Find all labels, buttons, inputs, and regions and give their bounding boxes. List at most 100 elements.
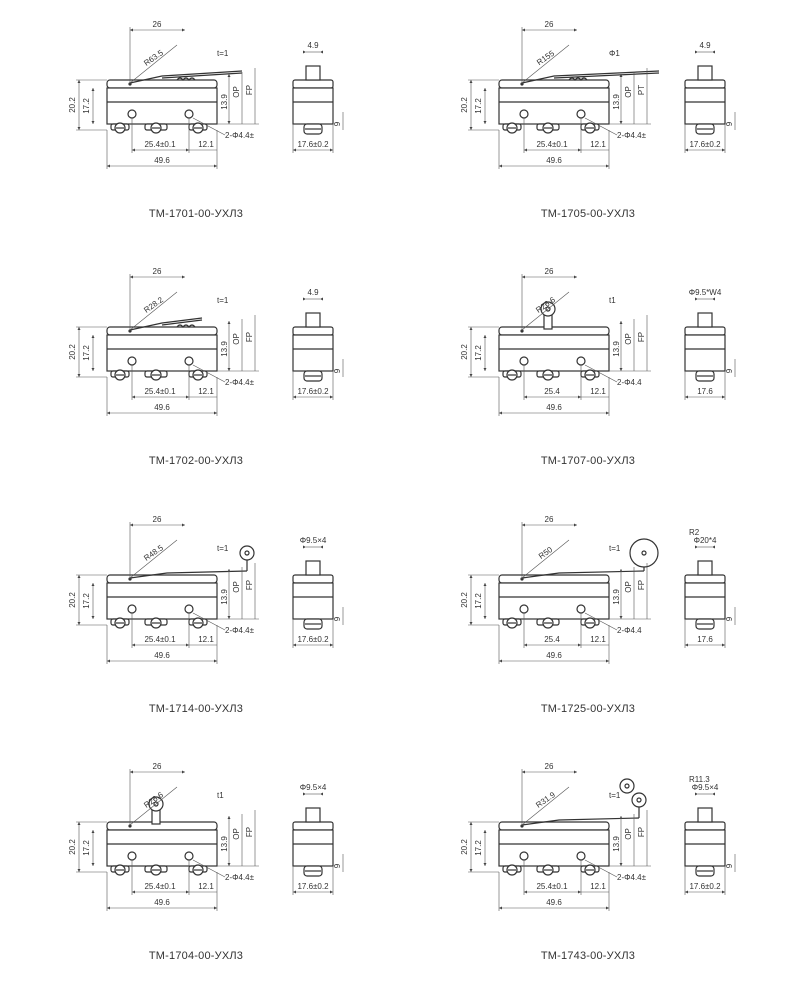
dim-13-9: 13.9 bbox=[612, 94, 621, 110]
dim-height-total: 20.2 bbox=[460, 592, 469, 608]
side-plunger bbox=[697, 560, 713, 576]
dim-radius: R28.2 bbox=[142, 295, 165, 315]
dim-radius: R48.5 bbox=[142, 543, 165, 563]
dim-side-width: 17.6±0.2 bbox=[297, 140, 329, 149]
dim-height-total: 20.2 bbox=[460, 344, 469, 360]
dim-length: 49.6 bbox=[546, 156, 562, 165]
dim-side-top: Φ9.5×4 bbox=[300, 783, 327, 792]
model-caption: TM-1704-00-УХЛ3 bbox=[148, 950, 244, 962]
dim-fp: FP bbox=[245, 85, 254, 95]
side-body bbox=[292, 334, 334, 372]
side-view: 17.6Φ9.5*W49 bbox=[684, 288, 736, 400]
dim-holes: 2-Φ4.4 bbox=[617, 626, 642, 635]
model-caption: TM-1707-00-УХЛ3 bbox=[540, 455, 636, 467]
holes-leader bbox=[192, 612, 226, 631]
front-view bbox=[498, 301, 610, 381]
dim-side-top: Φ20*4 bbox=[694, 536, 717, 545]
dim-hole-spacing: 25.4±0.1 bbox=[144, 387, 176, 396]
side-body bbox=[684, 582, 726, 620]
dim-offset: 26 bbox=[153, 267, 162, 276]
dim-holes: 2-Φ4.4± bbox=[617, 131, 647, 140]
dim-hole-spacing: 25.4±0.1 bbox=[144, 140, 176, 149]
dim-holes: 2-Φ4.4± bbox=[225, 378, 255, 387]
dim-side-height: 9 bbox=[725, 121, 734, 126]
dim-13-9: 13.9 bbox=[220, 341, 229, 357]
roller-upper-axle bbox=[624, 783, 630, 789]
dim-13-9: 13.9 bbox=[220, 589, 229, 605]
housing-body bbox=[106, 829, 218, 867]
front-view bbox=[106, 317, 218, 381]
dim-side-width: 17.6±0.2 bbox=[689, 140, 721, 149]
dim-side-width: 17.6±0.2 bbox=[689, 882, 721, 891]
holes-leader bbox=[584, 859, 618, 878]
dim-height-body: 17.2 bbox=[474, 593, 483, 609]
dim-side-top: 4.9 bbox=[307, 41, 319, 50]
front-view bbox=[106, 70, 243, 134]
side-top bbox=[684, 79, 726, 89]
housing-top bbox=[106, 79, 218, 89]
dim-13-9: 13.9 bbox=[220, 94, 229, 110]
dim-thickness: t=1 bbox=[217, 49, 229, 58]
dim-op: OP bbox=[624, 86, 633, 98]
dim-op: OP bbox=[232, 86, 241, 98]
actuator-lever bbox=[129, 317, 203, 331]
dim-fp: FP bbox=[245, 827, 254, 837]
roller bbox=[631, 792, 647, 808]
dim-thickness: t1 bbox=[217, 791, 224, 800]
roller-upper bbox=[619, 778, 635, 794]
side-top bbox=[292, 574, 334, 584]
actuator-lever bbox=[521, 570, 645, 579]
side-plunger bbox=[305, 560, 321, 576]
dim-holes: 2-Φ4.4 bbox=[617, 378, 642, 387]
dim-edge: 12.1 bbox=[590, 140, 606, 149]
model-caption: TM-1702-00-УХЛ3 bbox=[148, 455, 244, 467]
radius-line bbox=[129, 539, 178, 579]
side-body bbox=[684, 829, 726, 867]
dim-fp: FP bbox=[637, 827, 646, 837]
housing-body bbox=[106, 87, 218, 125]
dim-op: OP bbox=[624, 828, 633, 840]
side-body bbox=[684, 334, 726, 372]
dim-hole-spacing: 25.4±0.1 bbox=[144, 882, 176, 891]
side-body bbox=[684, 87, 726, 125]
dim-fp: FP bbox=[637, 332, 646, 342]
side-top bbox=[292, 326, 334, 336]
roller-axle bbox=[545, 306, 551, 312]
dim-height-total: 20.2 bbox=[68, 97, 77, 113]
housing-body bbox=[498, 334, 610, 372]
housing-body bbox=[498, 582, 610, 620]
side-top bbox=[684, 574, 726, 584]
model-caption: TM-1714-00-УХЛ3 bbox=[148, 703, 244, 715]
side-plunger bbox=[697, 65, 713, 81]
roller-axle bbox=[636, 797, 642, 803]
side-top bbox=[684, 326, 726, 336]
front-view bbox=[106, 796, 218, 876]
dim-thickness: t=1 bbox=[217, 544, 229, 553]
dim-height-total: 20.2 bbox=[460, 97, 469, 113]
dim-height-body: 17.2 bbox=[82, 593, 91, 609]
dim-edge: 12.1 bbox=[590, 635, 606, 644]
housing-body bbox=[498, 829, 610, 867]
housing-top bbox=[498, 326, 610, 336]
roller-axle bbox=[641, 550, 647, 556]
dim-offset: 26 bbox=[153, 515, 162, 524]
dim-height-body: 17.2 bbox=[474, 98, 483, 114]
dim-13-9: 13.9 bbox=[612, 589, 621, 605]
side-top bbox=[684, 821, 726, 831]
dim-offset: 26 bbox=[545, 515, 554, 524]
holes-leader bbox=[584, 364, 618, 383]
dim-height-body: 17.2 bbox=[82, 98, 91, 114]
model-caption: TM-1743-00-УХЛ3 bbox=[540, 950, 636, 962]
dim-hole-spacing: 25.4 bbox=[544, 387, 560, 396]
dim-edge: 12.1 bbox=[198, 140, 214, 149]
